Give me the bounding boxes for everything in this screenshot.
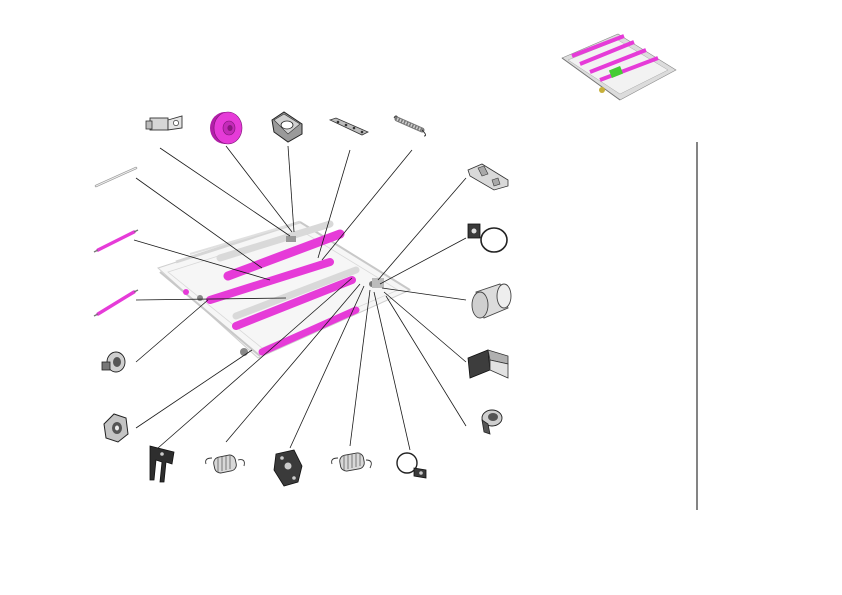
mounting-bracket-icon [145,115,183,131]
roller-icon [93,289,139,317]
ring-clip-icon [396,452,427,479]
l-bracket-icon [467,349,509,379]
roller-icon [93,229,139,253]
cam-icon [103,413,129,443]
mounting-plate-icon [271,111,303,143]
callout-lines [133,145,467,451]
shaft-icon [94,166,138,188]
bushing-icon [101,351,126,373]
cylinder-icon [471,283,512,319]
fork-lever-icon [149,445,175,483]
guide-rail-icon [467,163,509,191]
collar-icon [481,409,503,435]
link-bar-icon [328,117,369,136]
spring-icon [205,454,245,474]
spring-icon [393,115,427,137]
gear-icon [210,111,243,145]
spring-icon [331,452,372,472]
assembly-thumbnail-icon [561,33,677,101]
holder-plate-icon [273,449,303,487]
ring-bracket-icon [467,223,508,253]
